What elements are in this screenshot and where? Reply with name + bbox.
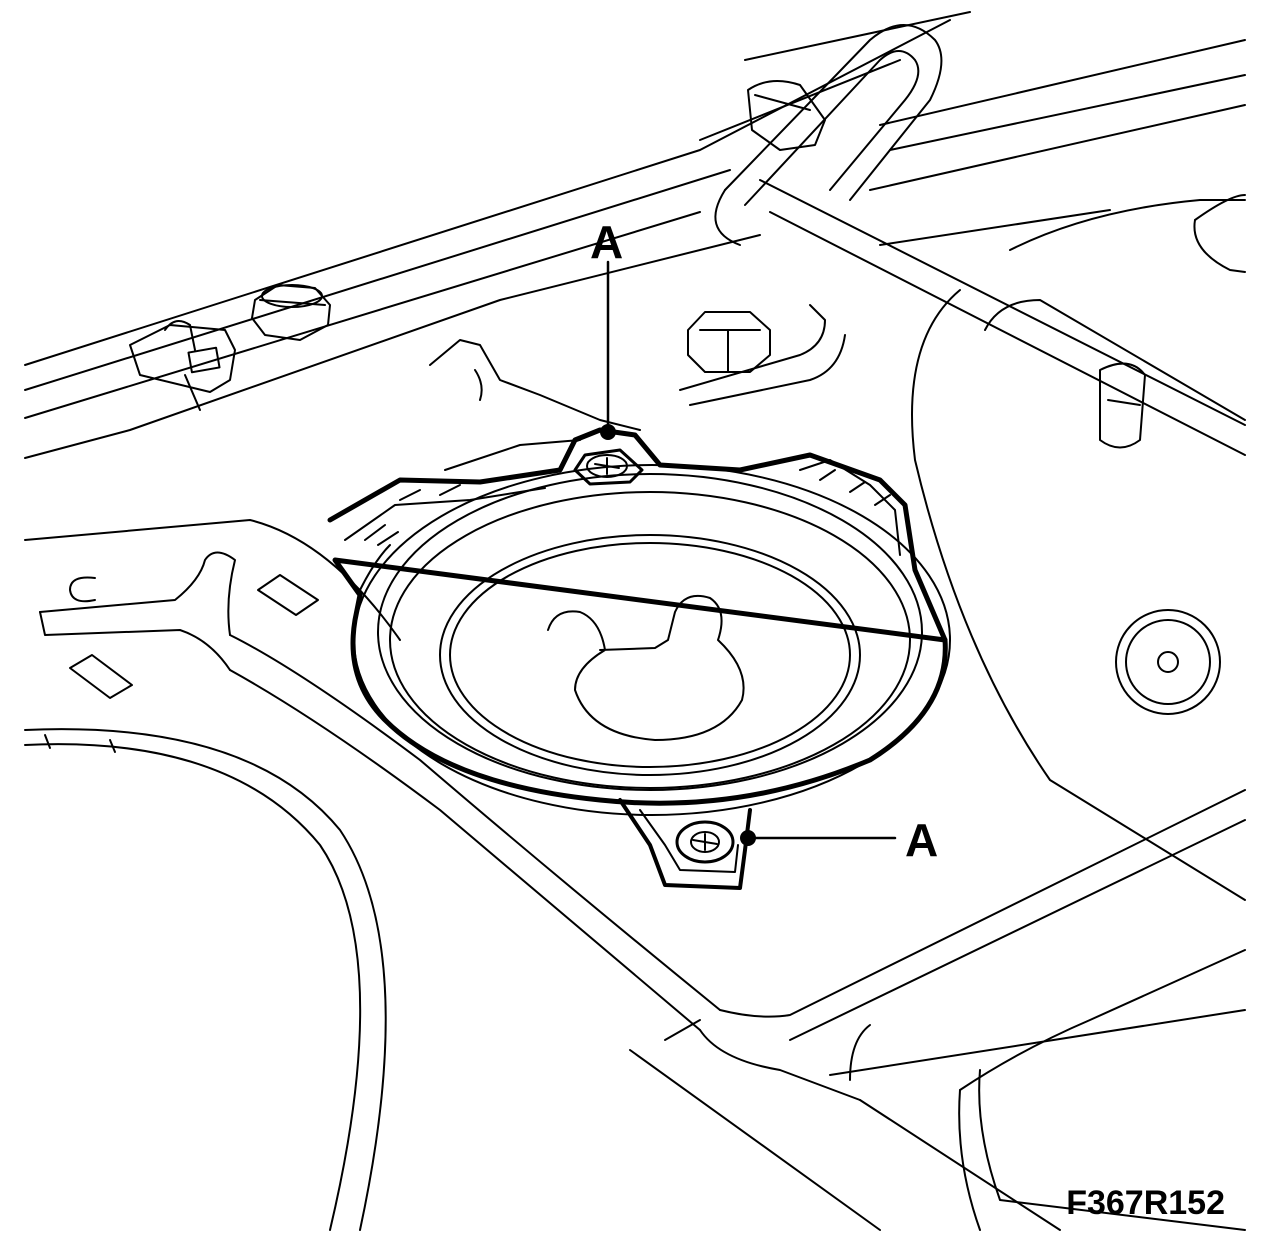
figure-code: F367R152 — [1066, 1184, 1225, 1222]
speaker — [353, 464, 951, 816]
rear-frame-tube — [714, 24, 1246, 456]
top-screw — [573, 448, 644, 486]
panel-slots — [69, 574, 319, 699]
cable-clip — [129, 320, 236, 411]
grommet — [1115, 609, 1221, 715]
speaker-mount-ring — [327, 427, 948, 806]
speaker-mount-ring-inner — [344, 459, 901, 591]
lower-floor-ribs — [24, 519, 1246, 1231]
bolt-center — [687, 311, 771, 373]
callout-dots — [600, 424, 756, 846]
callout-label-bottom: A — [905, 814, 938, 866]
callout-leaders — [606, 260, 897, 840]
floor-well-right — [911, 194, 1246, 901]
upper-rails — [24, 11, 1246, 459]
callout-label-top: A — [590, 216, 623, 268]
bolt-top — [747, 80, 826, 151]
speaker-bracket — [429, 304, 846, 471]
bolt-left — [251, 284, 331, 341]
